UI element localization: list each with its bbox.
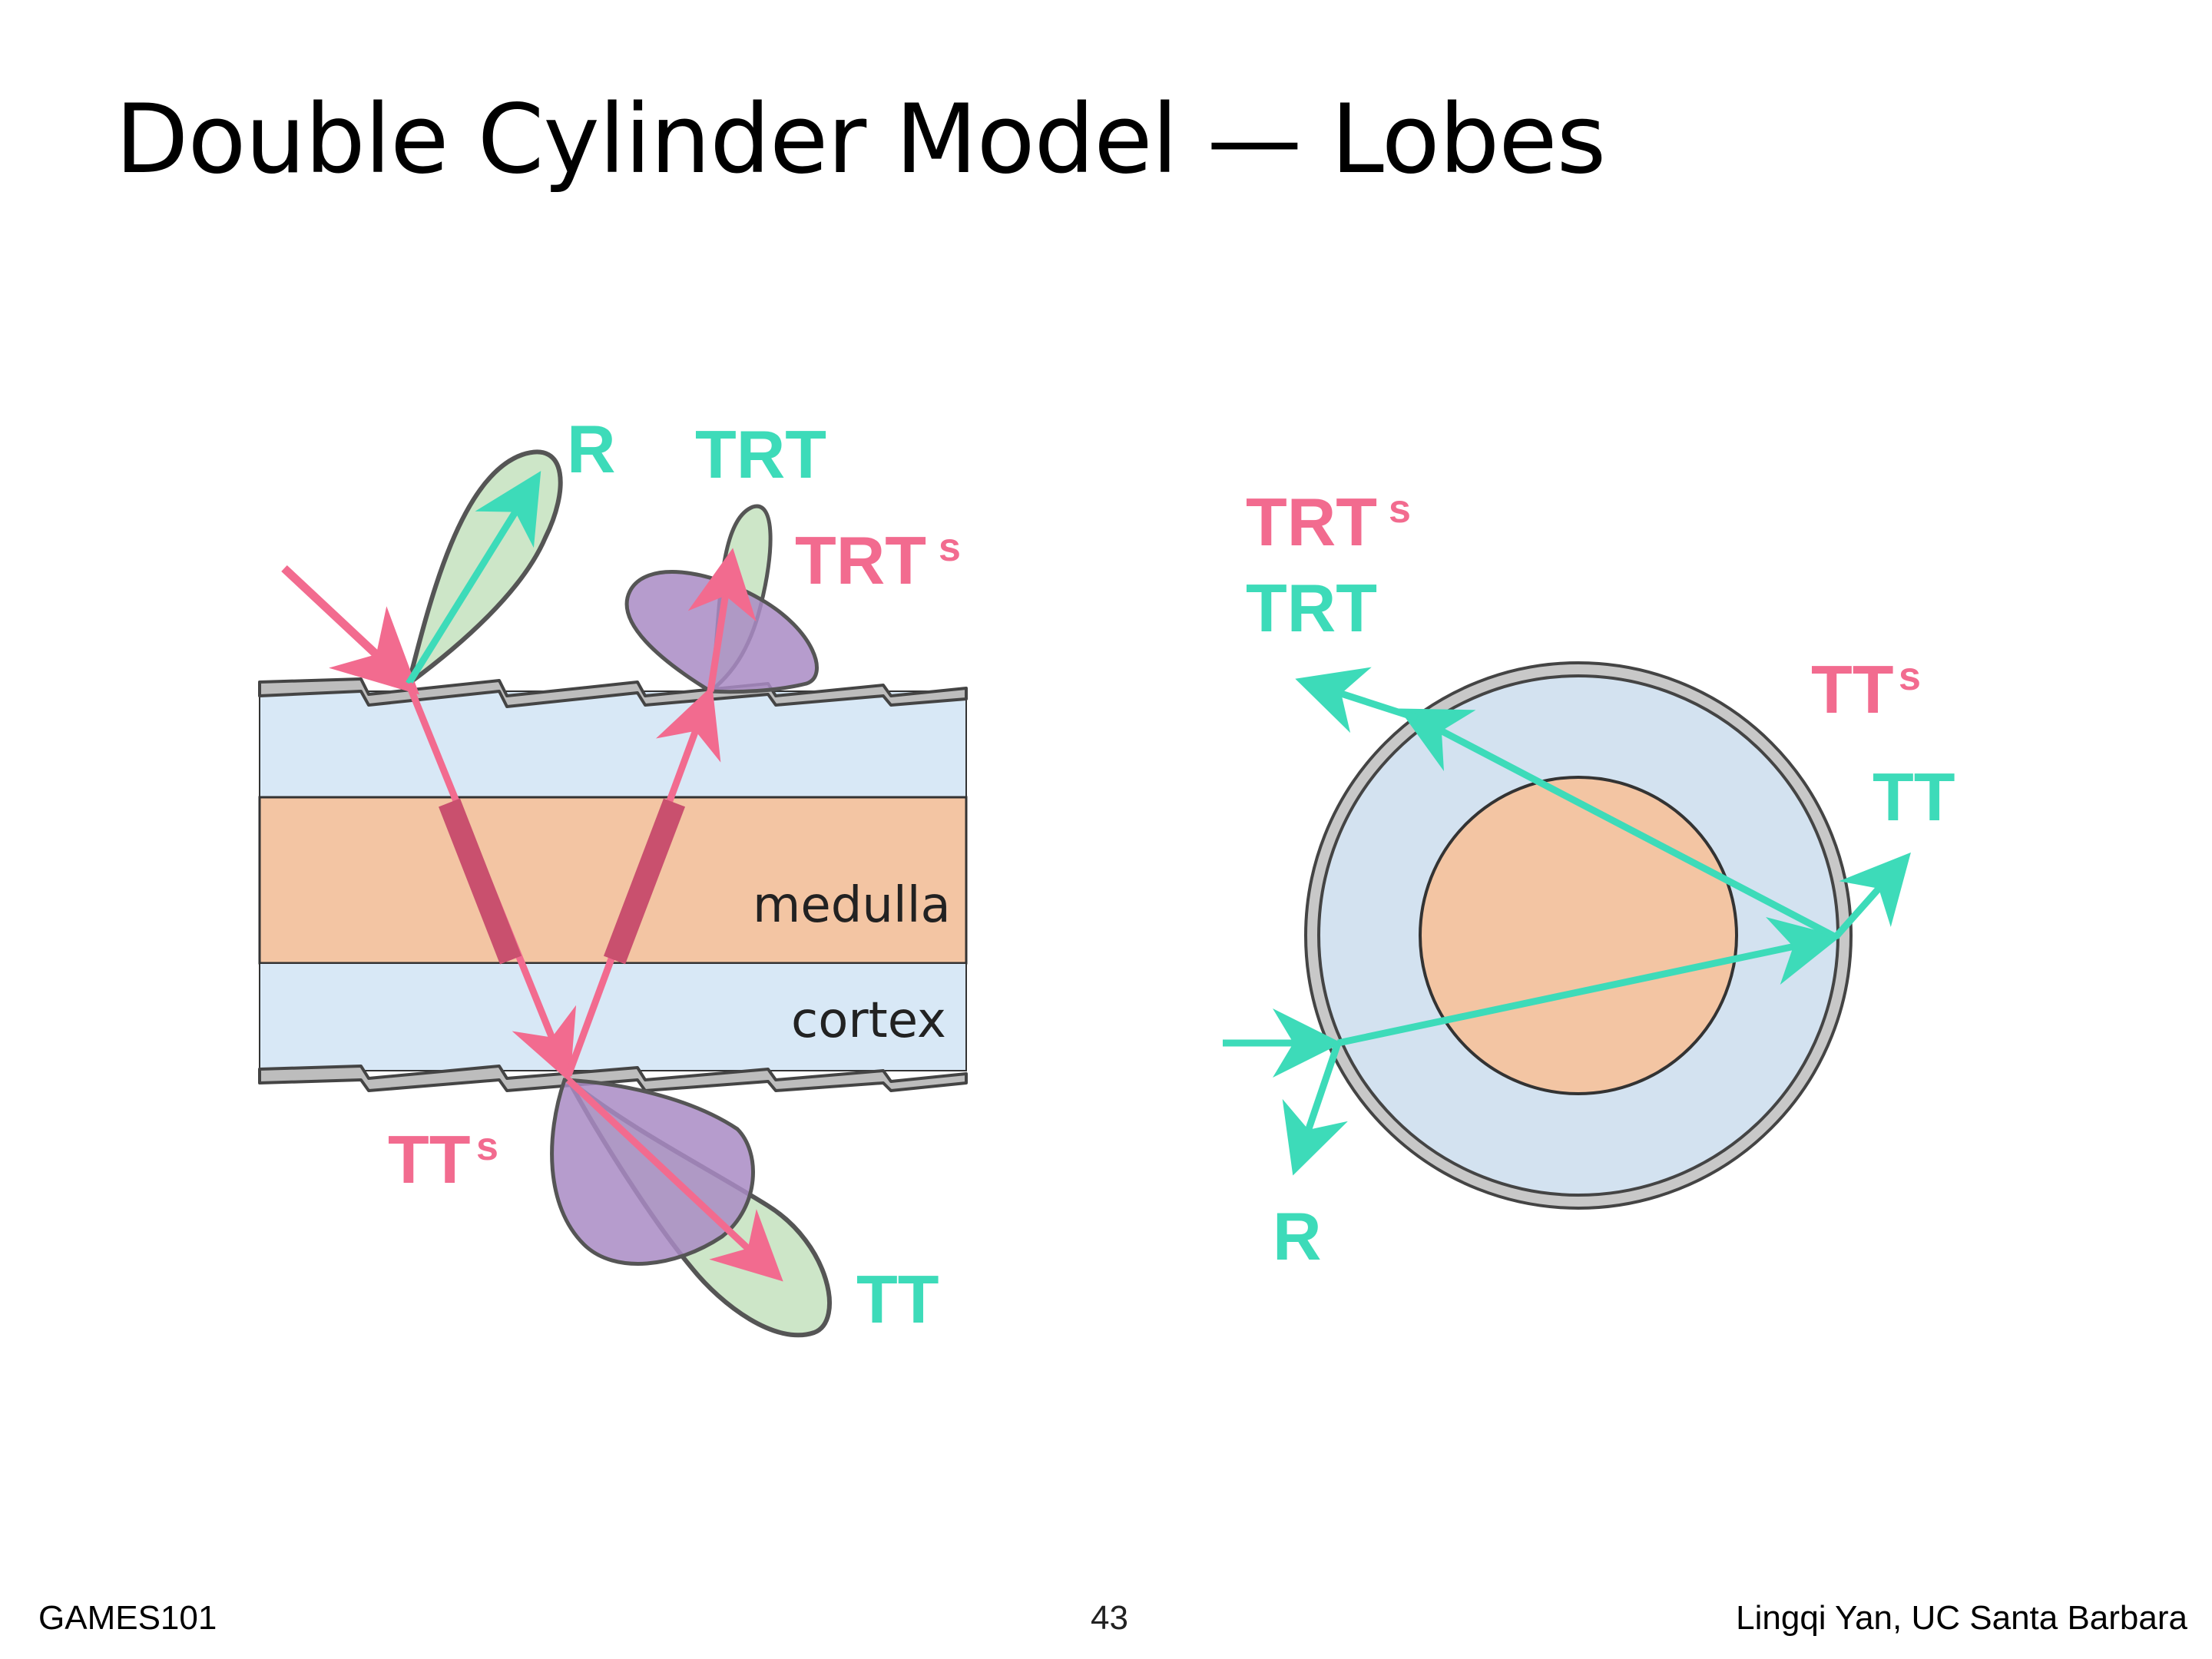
label-tts-left-sub: s	[476, 1124, 498, 1169]
footer-author: Lingqi Yan, UC Santa Barbara	[1736, 1599, 2187, 1637]
label-r-right: R	[1273, 1198, 1322, 1274]
right-refracted-ray	[1337, 917, 1841, 1047]
label-trts-left: TRT	[795, 522, 926, 598]
right-internal-reflection	[1399, 708, 1838, 940]
label-cortex: cortex	[791, 992, 946, 1049]
reflection-ray-r	[406, 471, 541, 686]
label-trt-left: TRT	[695, 416, 826, 492]
label-trts-right-sub: s	[1389, 487, 1411, 531]
medulla-segment-down	[439, 798, 522, 965]
footer-course: GAMES101	[38, 1599, 217, 1637]
right-tt-exit	[1833, 852, 1911, 939]
page-number: 43	[1091, 1599, 1128, 1637]
cortex-upper	[259, 690, 967, 798]
label-tt-left: TT	[856, 1261, 939, 1337]
label-tts-right-sub: s	[1899, 654, 1921, 699]
left-diagram: R TRT TRT s TT s TT medulla cortex	[258, 411, 968, 1338]
label-medulla: medulla	[753, 877, 951, 934]
right-r-ray	[1282, 1041, 1348, 1176]
label-tt-right: TT	[1873, 759, 1955, 835]
label-tts-left: TT	[388, 1121, 471, 1197]
cuticle-top	[258, 677, 968, 708]
label-r-left: R	[567, 411, 616, 487]
label-trts-right: TRT	[1246, 484, 1377, 560]
cuticle-bottom	[258, 1065, 968, 1092]
tt-exit-ray	[565, 1077, 783, 1282]
medulla-segment-up	[603, 798, 686, 965]
incident-ray	[281, 565, 420, 695]
medulla-disc	[1419, 776, 1738, 1095]
trt-exit-ray	[687, 548, 757, 692]
label-tts-right: TT	[1811, 651, 1894, 727]
label-trt-right: TRT	[1246, 570, 1377, 646]
right-diagram: TRT s TRT TT s TT R	[1223, 484, 1955, 1274]
right-trt-exit	[1295, 667, 1419, 733]
lobe-tts	[550, 1078, 755, 1266]
slide-title: Double Cylinder Model — Lobes	[115, 84, 1606, 195]
label-trts-left-sub: s	[939, 525, 961, 570]
